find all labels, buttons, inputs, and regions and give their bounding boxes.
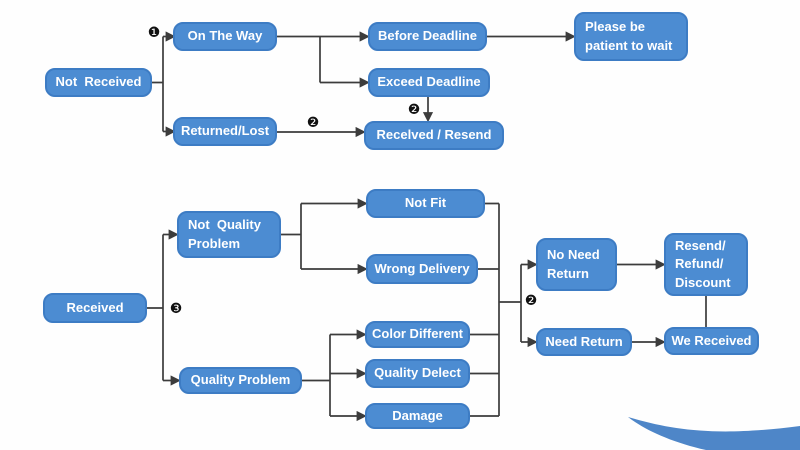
- badge-step-1-icon: ❶: [147, 25, 161, 41]
- badge-step-3-icon: ❸: [169, 301, 183, 317]
- node-damage: Damage: [365, 403, 470, 429]
- node-on-the-way: On The Way: [173, 22, 277, 51]
- node-quality-problem: Quality Problem: [179, 367, 302, 394]
- node-need-return: Need Return: [536, 328, 632, 356]
- edge-trunk-lines: [147, 36, 707, 417]
- node-not-quality-problem: Not Quality Problem: [177, 211, 281, 258]
- node-we-received: We Received: [664, 327, 759, 355]
- node-resend-refund-discount: Resend/ Refund/ Discount: [664, 233, 748, 296]
- node-color-different: Color Different: [365, 321, 470, 348]
- badge-step-2-returned-icon: ❷: [306, 115, 320, 131]
- badge-step-2-exceed-icon: ❷: [407, 102, 421, 118]
- node-quality-delect: Quality Delect: [365, 359, 470, 388]
- badge-step-2-return-icon: ❷: [524, 293, 538, 309]
- node-received-resend: Recelved / Resend: [364, 121, 504, 150]
- node-exceed-deadline: Exceed Deadline: [368, 68, 490, 97]
- node-no-need-return: No Need Return: [536, 238, 617, 291]
- node-wrong-delivery: Wrong Delivery: [366, 254, 478, 284]
- node-received: Received: [43, 293, 147, 323]
- node-before-deadline: Before Deadline: [368, 22, 487, 51]
- node-not-received: Not Received: [45, 68, 152, 97]
- node-returned-lost: Returned/Lost: [173, 117, 277, 146]
- swoosh-decoration: [628, 417, 800, 450]
- node-not-fit: Not Fit: [366, 189, 485, 218]
- node-please-wait: Please be patient to wait: [574, 12, 688, 61]
